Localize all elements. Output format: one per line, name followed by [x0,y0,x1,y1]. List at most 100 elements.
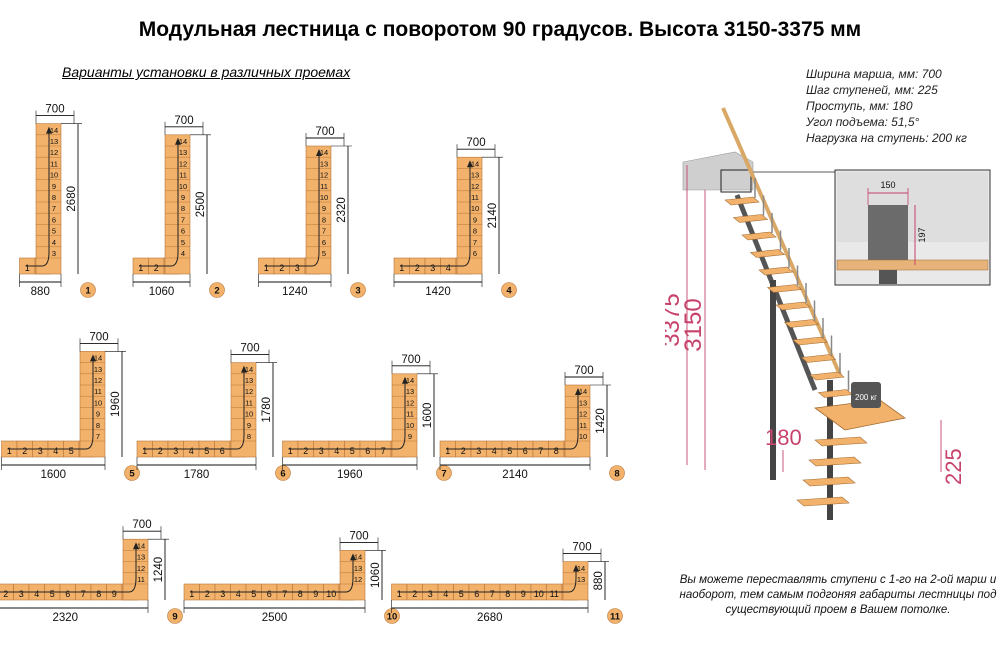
variant-badge [124,465,140,481]
walk-arrow [264,154,320,267]
vertical-step-number: 13 [50,137,58,146]
bottom-step-number: 2 [412,589,417,599]
variant-number: 5 [129,469,135,480]
bottom-step-number: 1 [445,446,450,456]
width-dim-label: 700 [45,104,64,116]
length-dim-label: 1060 [149,286,175,298]
ceiling-block [682,151,754,191]
handrail [721,107,842,376]
stair-tread [749,249,786,258]
load-weight [851,382,881,408]
width-dim-label: 700 [401,354,420,366]
detail-plate [868,205,908,265]
bottom-step-number: 9 [112,589,117,599]
variant-11: 1234567891011121314700880268011 [391,542,623,624]
vertical-step-number: 12 [94,376,102,385]
bottom-step-number: 7 [381,446,386,456]
vertical-step-number: 5 [322,249,326,258]
vertical-step-number: 8 [322,215,326,224]
variant-badge [80,282,96,298]
variant-6: 1234567891011121314700178017806 [136,343,291,481]
bottom-step-number: 7 [282,589,287,599]
stair-tread [724,196,760,206]
variant-5: 1234567891011121314700196016005 [1,331,140,481]
height-dim-label: 2500 [195,192,207,218]
walk-arrow [446,393,579,450]
dim-label-3375: 3375 [665,293,685,346]
walk-arrowhead [241,365,247,373]
vertical-step-number: 7 [181,215,185,224]
bottom-step-number: 7 [490,589,495,599]
bottom-step-number: 7 [81,589,86,599]
spec-step: Шаг ступеней, мм: 225 [806,83,938,97]
stair-tread [758,266,794,276]
length-dim-label: 2140 [502,469,528,481]
length-dim-label: 1420 [425,286,451,298]
variant-number: 8 [614,469,619,480]
vertical-step-number: 9 [473,215,477,224]
stair-tread [817,389,854,398]
bottom-step-number: 3 [476,446,481,456]
bottom-step-number: 2 [3,589,8,599]
bottom-step-number: 1 [397,589,402,599]
walk-arrow [288,381,406,450]
walk-arrowhead [467,160,473,168]
vertical-step-number: 13 [406,387,414,396]
variants-diagram: 1234567891011121314700268088011234567891… [0,104,625,624]
stair-tread [732,214,769,223]
vertical-step-number: 12 [179,159,187,168]
height-dim-label: 1600 [422,403,434,429]
bottom-step-number: 5 [69,446,74,456]
vertical-step-number: 11 [50,159,58,168]
bottom-step-number: 1 [7,446,12,456]
vertical-step-number: 11 [245,398,253,407]
vertical-step-number: 13 [137,553,145,562]
bottom-step-number: 1 [138,263,143,273]
bottom-step-number: 5 [204,446,209,456]
walk-arrowhead [133,542,139,550]
bottom-step-number: 8 [298,589,303,599]
bottom-step-number: 3 [430,263,435,273]
height-dim-label: 2680 [66,186,78,212]
variant-number: 1 [85,286,91,297]
stair-tread-lower [808,456,862,467]
stair-tread [766,284,803,293]
walk-arrowhead [175,137,181,145]
bottom-step-number: 5 [251,589,256,599]
variant-number: 9 [172,612,177,623]
vertical-step-number: 14 [579,387,587,396]
bottom-step-number: 1 [189,589,194,599]
stair-tread [800,354,837,363]
variant-10: 12345678910111213147001060250010 [183,530,400,624]
vertical-step-number: 14 [245,365,253,374]
height-dim-label: 1060 [370,562,382,588]
spec-tread: Проступь, мм: 180 [806,99,913,113]
vertical-step-number: 14 [320,148,328,157]
bottom-step-number: 9 [313,589,318,599]
variant-3: 1234567891011121314700232012403 [258,126,366,298]
bottom-step-number: 5 [50,589,55,599]
variant-2: 1234567891011121314700250010602 [132,115,225,298]
vertical-step-number: 10 [245,410,253,419]
bottom-step-number: 4 [53,446,58,456]
callout-marker [720,169,752,193]
stair-tread [741,231,777,241]
bottom-step-number: 4 [189,446,194,456]
vertical-step-number: 7 [96,432,100,441]
bottom-step-number: 4 [443,589,448,599]
vertical-step-number: 13 [471,171,479,180]
vertical-step-number: 10 [320,193,328,202]
vertical-step-number: 14 [471,159,479,168]
dim-label-3150: 3150 [680,298,707,351]
width-dim-label: 700 [315,126,334,138]
vertical-step-number: 6 [181,227,185,236]
variant-1: 123456789101112131470026808801 [19,104,96,298]
stair-illustration: 150 197 200 кг 3375 3150 180 225 700 225 [665,107,991,520]
height-dim-label: 1240 [153,557,165,583]
variant-8: 1234567891011121314700142021408 [439,365,625,481]
bottom-step-number: 3 [19,589,24,599]
vertical-step-number: 13 [577,575,585,584]
vertical-step-number: 9 [322,204,326,213]
walk-arrow [397,569,577,593]
bottom-step-number: 8 [96,589,101,599]
